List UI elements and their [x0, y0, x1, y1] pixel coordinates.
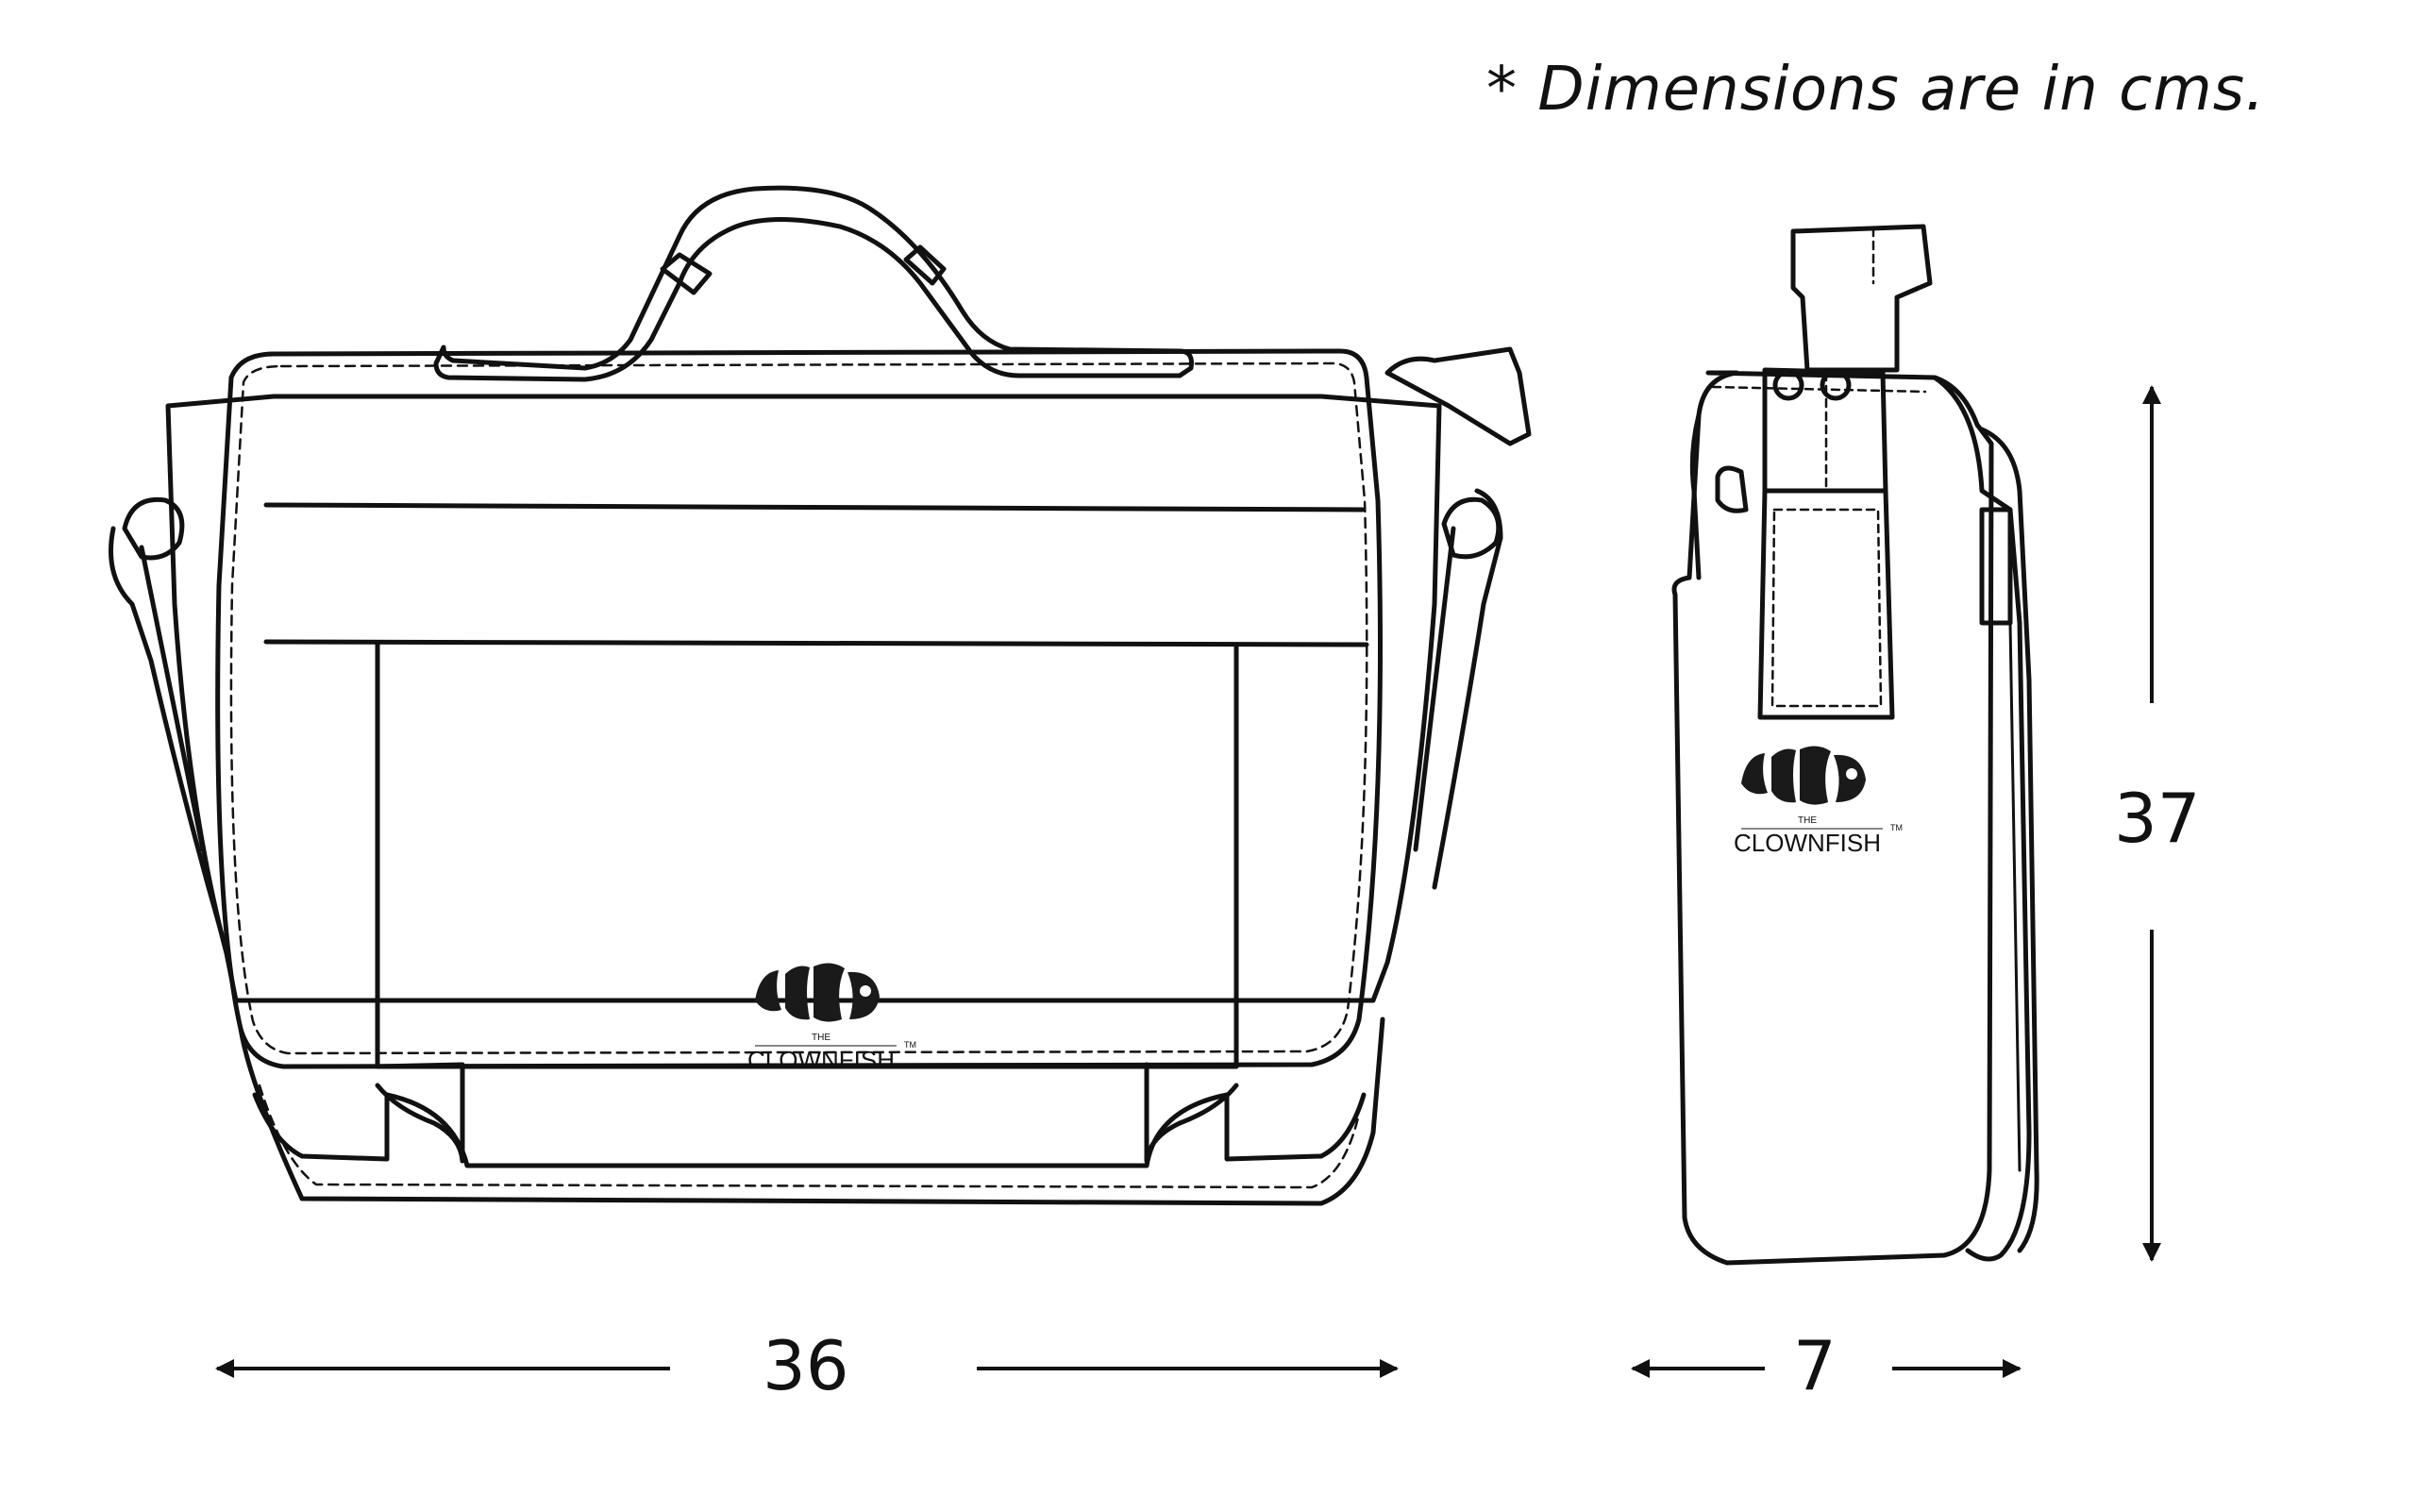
- width-dimension-label: 36: [763, 1326, 849, 1405]
- side-clasp: [1979, 507, 2013, 626]
- logo-brand: CLOWNFISH: [1734, 829, 1881, 857]
- logo-brand: CLOWNFISH: [747, 1046, 895, 1074]
- side-body-stitch: [1711, 385, 1927, 394]
- side-flap-outer: [1979, 427, 2039, 1253]
- pocket-corner-right: [1144, 1062, 1239, 1164]
- bottom-base: [238, 1016, 1385, 1206]
- side-left-strap-ring: [122, 496, 185, 561]
- logo-the: THE: [1798, 815, 1817, 826]
- side-flap-inner-line: [2008, 621, 2022, 1172]
- logo-side: THE CLOWNFISH TM: [1734, 746, 1903, 857]
- side-right-inner: [1413, 526, 1456, 852]
- back-panel: [165, 394, 1442, 1003]
- front-flap-stitch: [229, 361, 1368, 1055]
- pocket-panel: [375, 641, 1239, 1069]
- side-body: [1671, 370, 1994, 1266]
- bottom-base-inner: [258, 1084, 1361, 1189]
- lower-flap-edge: [252, 1092, 1367, 1168]
- side-left-edge: [1689, 412, 1702, 580]
- side-rivet-1: [1772, 369, 1804, 401]
- dimensions-note: * Dimensions are in cms.: [1486, 55, 2266, 125]
- side-left-inner: [139, 545, 206, 852]
- front-flap: [215, 348, 1383, 1069]
- side-left-ring: [1715, 465, 1749, 513]
- flap-band-top: [263, 502, 1366, 512]
- handle: [433, 185, 1194, 382]
- logo-tm: TM: [1890, 823, 1903, 832]
- side-flap: [1932, 375, 2032, 1262]
- logo-tm: TM: [904, 1040, 916, 1050]
- clownfish-icon: [755, 963, 880, 1022]
- handle-grip-right: [903, 244, 947, 286]
- side-rivet-2: [1820, 369, 1852, 401]
- clownfish-icon: [1741, 746, 1866, 805]
- height-dimension-label: 37: [2114, 779, 2201, 858]
- dimension-lines: [215, 385, 2161, 1378]
- handle-grip-left: [660, 252, 713, 295]
- front-view: [109, 185, 1532, 1206]
- side-left: [109, 526, 225, 937]
- flap-band-bottom: [263, 639, 1369, 647]
- side-right-strap-ring: [1441, 496, 1502, 560]
- strap-tab-right: [1384, 346, 1532, 446]
- side-strap-loop: [1757, 488, 1895, 720]
- depth-dimension-label: 7: [1793, 1326, 1837, 1405]
- side-right: [1432, 488, 1503, 890]
- pocket-corner-left: [375, 1062, 465, 1164]
- side-strap-loop-stitch: [1770, 508, 1883, 708]
- side-view: [1671, 224, 2039, 1266]
- logo-front: THE CLOWNFISH TM: [747, 963, 916, 1074]
- logo-the: THE: [812, 1033, 830, 1043]
- side-strap-top: [1790, 224, 1933, 373]
